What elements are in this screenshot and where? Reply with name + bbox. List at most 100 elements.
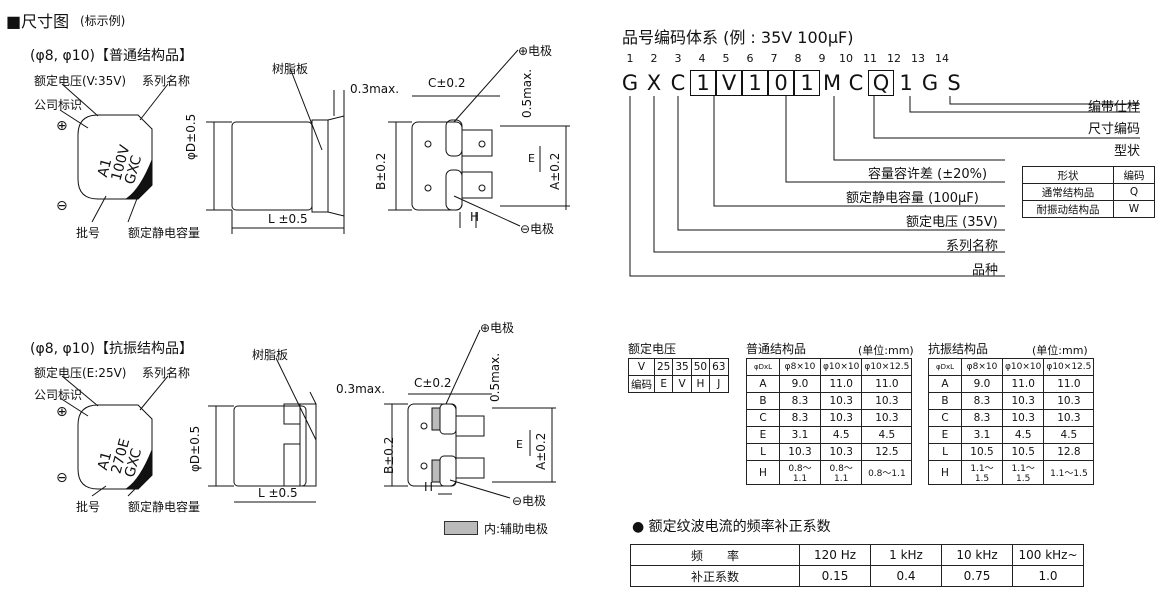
lower-label-resin: 树脂板 (252, 348, 289, 362)
pos-4: 4 (698, 52, 706, 65)
upper-label-voltage: 额定电压(V:35V) (34, 74, 127, 88)
table-cell: 10.5 (961, 443, 1003, 461)
shape-header-shape: 形状 (1022, 166, 1114, 184)
table-cell: 10.3 (819, 409, 863, 427)
table-cell: 1.1～1.5 (1001, 460, 1045, 485)
table-row: 形状编码 (1022, 166, 1155, 184)
table-cell: 4.5 (819, 426, 863, 444)
table-cell: C (746, 409, 780, 427)
table-cell: 通常结构品 (1022, 183, 1114, 201)
table-cell: 63 (709, 358, 729, 376)
table-cell: 10.3 (1043, 392, 1095, 410)
table-cell: Q (1113, 183, 1155, 201)
upper-dim-E: E (528, 152, 535, 165)
lower-dim-c: C±0.2 (414, 376, 452, 390)
pos-13: 13 (911, 52, 925, 65)
table-cell: 10.3 (1001, 409, 1045, 427)
table-cell: 25 (653, 358, 674, 376)
char-7: 0 (768, 70, 794, 96)
table-header: φ10×10 (819, 358, 863, 376)
table-cell: E (746, 426, 780, 444)
table-cell: 0.75 (941, 565, 1013, 587)
pos-9: 9 (818, 52, 826, 65)
table-cell: H (746, 460, 780, 485)
table-cell: 12.8 (1043, 443, 1095, 461)
table-cell: 10.3 (819, 392, 863, 410)
table-cell: 9.0 (961, 375, 1003, 393)
lower-dim-minus: ⊖电极 (512, 494, 547, 508)
table-cell: L (746, 443, 780, 461)
part-code-title: 品号编码体系 (例 : 35V 100μF) (622, 28, 854, 47)
pos-1: 1 (626, 52, 634, 65)
label-type: 型状 (1113, 144, 1140, 159)
pos-7: 7 (770, 52, 778, 65)
lower-label-lot: 批号 (76, 500, 101, 514)
table-cell: B (928, 392, 962, 410)
table-cell: J (709, 375, 729, 393)
pos-3: 3 (674, 52, 682, 65)
char-2: X (646, 71, 662, 95)
table-cell: 11.0 (819, 375, 863, 393)
table-cell: H (690, 375, 711, 393)
upper-dim-plus: ⊕电极 (518, 44, 553, 58)
table-cell: 10.5 (1001, 443, 1045, 461)
table-cell: 10.3 (819, 443, 863, 461)
label-series: 系列名称 (946, 239, 999, 254)
table-cell: 1.1～1.5 (961, 460, 1003, 485)
section-subtitle: (标示例) (80, 14, 126, 28)
char-11: Q (868, 70, 894, 96)
upper-title: (φ8, φ10)【普通结构品】 (30, 48, 194, 64)
pos-8: 8 (794, 52, 802, 65)
table-cell: E (928, 426, 962, 444)
table-cell: B (746, 392, 780, 410)
table-header: φ10×10 (1001, 358, 1045, 376)
table-cell: 4.5 (861, 426, 913, 444)
pos-14: 14 (935, 52, 949, 65)
table-cell: 编码 (628, 375, 655, 393)
table-row: φDxL φ8×10 φ10×10 φ10×12.5 (746, 358, 913, 376)
table-header: φ8×10 (961, 358, 1003, 376)
char-13: G (921, 71, 939, 95)
pos-6: 6 (746, 52, 754, 65)
label-variety: 品种 (972, 263, 999, 278)
pos-12: 12 (887, 52, 901, 65)
table-cell: 10 kHz (941, 544, 1013, 566)
table-cell: 3.1 (961, 426, 1003, 444)
upper-label-lot: 批号 (76, 226, 101, 240)
char-9: M (822, 71, 842, 95)
table-cell: 10.3 (779, 443, 821, 461)
table-cell: A (746, 375, 780, 393)
table-cell: 8.3 (779, 409, 821, 427)
table-cell: 1.0 (1012, 565, 1084, 587)
char-1: G (621, 71, 639, 95)
upper-label-company: 公司标识 (34, 98, 83, 112)
lower-title: (φ8, φ10)【抗振结构品】 (30, 341, 194, 357)
table-header: φ10×12.5 (1043, 358, 1095, 376)
char-4: 1 (690, 70, 716, 96)
pos-10: 10 (839, 52, 853, 65)
char-12: 1 (899, 71, 913, 95)
table-cell: 11.0 (861, 375, 913, 393)
vib-table-unit: (单位:mm) (1032, 344, 1088, 357)
lower-minus-icon: ⊖ (56, 470, 68, 486)
lower-label-cap: 额定静电容量 (128, 500, 201, 514)
lower-label-series: 系列名称 (142, 366, 191, 380)
table-cell: 1.1～1.5 (1043, 460, 1095, 485)
table-cell: 0.8～1.1 (819, 460, 863, 485)
char-10: C (848, 71, 864, 95)
table-cell: 100 kHz~ (1012, 544, 1084, 566)
table-cell: 耐振动结构品 (1022, 200, 1114, 218)
